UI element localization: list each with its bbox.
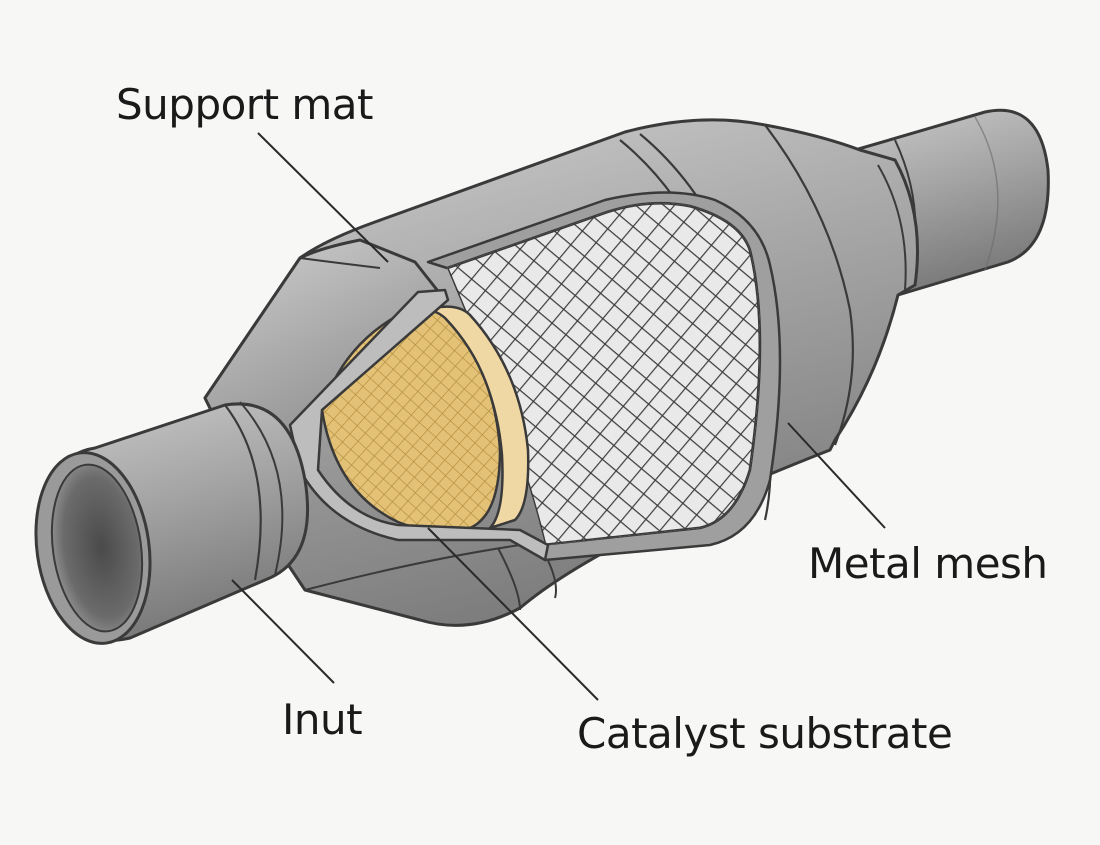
leader-support-mat [257, 132, 389, 263]
leader-lines [231, 132, 886, 701]
label-inlet: Inut [282, 695, 363, 744]
leader-inlet [231, 579, 335, 684]
inlet-pipe [34, 401, 309, 645]
label-catalyst-substrate: Catalyst substrate [577, 709, 953, 758]
label-metal-mesh: Metal mesh [808, 539, 1048, 588]
label-support-mat: Support mat [116, 80, 374, 129]
leader-metal-mesh [787, 422, 886, 529]
leader-catalyst-substrate [427, 527, 599, 701]
cone-cutaway-edge [288, 288, 550, 562]
